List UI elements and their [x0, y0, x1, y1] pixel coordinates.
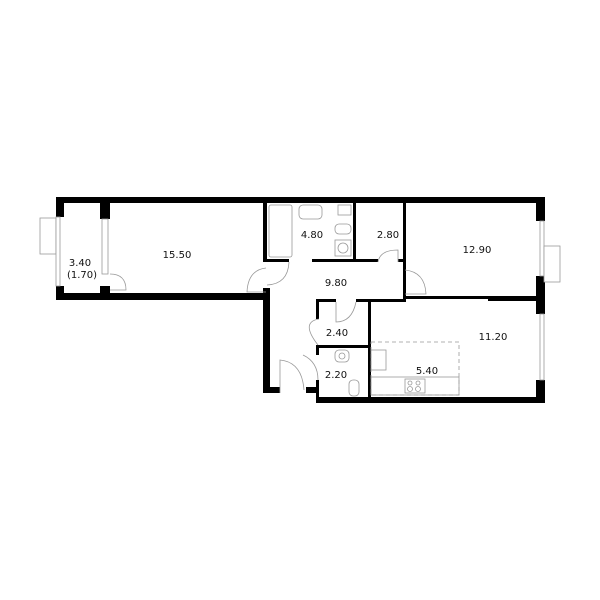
door [266, 261, 290, 286]
door [335, 301, 357, 323]
counter [370, 376, 460, 396]
room-area-bedroom: 12.90 [463, 245, 492, 256]
room-area-reduced-balcony: (1.70) [67, 270, 97, 281]
washer-icon [334, 239, 352, 257]
walls [56, 197, 545, 403]
fixtures [268, 204, 460, 397]
cabinet-icon [337, 204, 352, 216]
toilet-icon [348, 379, 360, 397]
windows [39, 216, 561, 381]
window [55, 216, 61, 287]
door [109, 273, 127, 291]
room-area-kitchen: 5.40 [416, 366, 438, 377]
door [377, 249, 399, 263]
door [404, 269, 427, 295]
stove-icon [404, 378, 426, 394]
room-area-living-room: 15.50 [163, 250, 192, 261]
door [279, 359, 305, 393]
window [39, 217, 57, 255]
bathtub-icon [268, 204, 293, 258]
toilet-icon [334, 223, 352, 235]
sink-icon [298, 204, 323, 220]
door [246, 267, 267, 293]
washbasin-icon [334, 349, 350, 363]
kitchen-sink-icon [370, 349, 387, 371]
window [539, 313, 545, 381]
window [543, 245, 561, 283]
room-area-hallway: 9.80 [325, 278, 347, 289]
door [308, 318, 320, 346]
room-area-kitchen-living: 11.20 [479, 332, 508, 343]
window [539, 220, 545, 277]
door [302, 354, 319, 381]
room-area-wardrobe: 2.80 [377, 230, 399, 241]
room-area-toilet: 2.20 [325, 370, 347, 381]
room-area-balcony: 3.40 [69, 258, 91, 269]
room-area-bathroom: 4.80 [301, 230, 323, 241]
doors [109, 249, 427, 393]
room-area-storage: 2.40 [326, 328, 348, 339]
window [101, 218, 109, 275]
